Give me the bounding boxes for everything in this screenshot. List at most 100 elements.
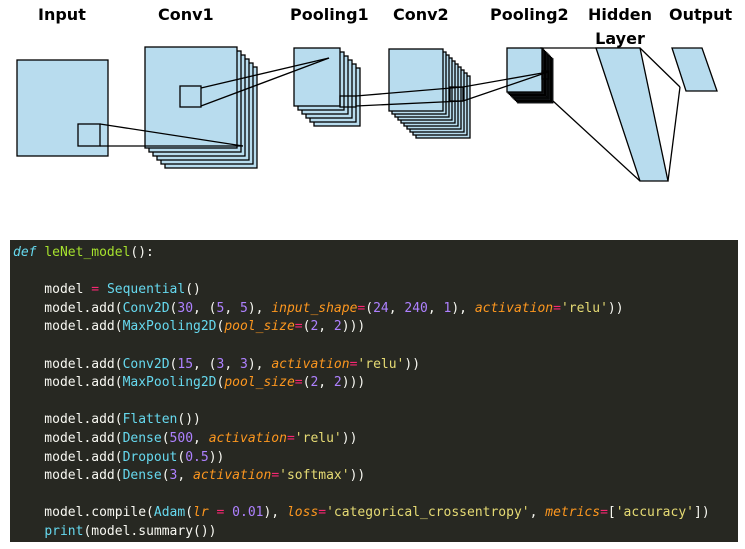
input-feature-map (16, 59, 109, 157)
conv1-feature-maps (144, 46, 258, 169)
code-line: model.add(MaxPooling2D(pool_size=(2, 2))… (13, 373, 365, 392)
code-token: ( (161, 431, 170, 446)
code-token: = (294, 375, 303, 391)
code-block: def leNet_model(): model = Sequential() … (10, 240, 738, 542)
code-token: def (13, 245, 37, 260)
pooling1-receptive-field (339, 95, 357, 108)
conv2-receptive-field (449, 86, 464, 102)
code-token: model.add( (13, 300, 123, 316)
code-token: )) (341, 431, 358, 446)
code-token: , (427, 300, 444, 316)
code-token: 'accuracy' (615, 505, 694, 521)
code-token: model.add( (13, 449, 123, 465)
code-token: model (13, 282, 92, 298)
code-token: pool_size (224, 375, 295, 391)
code-token: = (286, 431, 295, 446)
code-line: model.add(Dense(3, activation='softmax')… (13, 466, 365, 485)
code-token: 2 (333, 319, 342, 335)
code-token: loss (286, 505, 319, 521)
code-token: 2 (310, 375, 319, 391)
code-token: 'softmax' (279, 468, 350, 484)
code-token: MaxPooling2D (122, 375, 217, 391)
code-token: ( (169, 356, 178, 372)
code-token: activation (208, 431, 287, 446)
code-line: model.add(Dense(500, activation='relu')) (13, 429, 357, 448)
pooling1-feature-maps (293, 47, 361, 127)
code-token: 3 (169, 468, 178, 484)
code-token: ), (263, 505, 287, 521)
code-token: activation (193, 468, 272, 484)
code-token: , (318, 375, 334, 391)
code-token: ()) (177, 412, 201, 428)
code-token (13, 524, 44, 539)
code-token: ( (177, 449, 186, 465)
label-pooling2: Pooling2 (490, 5, 569, 24)
code-token: 1 (443, 300, 452, 316)
code-token: 15 (177, 356, 194, 372)
label-conv1: Conv1 (158, 5, 214, 24)
code-token: , (177, 468, 194, 484)
code-token: = (553, 300, 561, 316)
code-line: model.add(MaxPooling2D(pool_size=(2, 2))… (13, 317, 365, 336)
code-token: Adam (153, 505, 186, 521)
code-token: )) (404, 356, 421, 372)
code-token: 3 (216, 356, 225, 372)
code-token: input_shape (271, 300, 358, 316)
code-token (209, 505, 217, 520)
code-token: (): (130, 245, 154, 260)
code-token: model.compile( (13, 505, 154, 521)
pooling2-feature-maps-sheet (506, 47, 543, 93)
conv1-feature-maps-sheet (144, 46, 238, 149)
cnn-architecture-diagram: Input Conv1 Pooling1 Conv2 Pooling2 Hidd… (0, 0, 745, 200)
code-token (224, 505, 232, 520)
conv1-receptive-field (179, 85, 202, 108)
code-line: model = Sequential() (13, 280, 201, 299)
code-token: 24 (373, 300, 389, 316)
code-token: 'relu' (357, 356, 405, 372)
code-token: model.add( (13, 356, 123, 372)
code-token: model.add( (13, 412, 123, 428)
code-token: () (185, 282, 201, 298)
code-token: , (388, 300, 405, 316)
code-token: Sequential (106, 282, 186, 298)
code-token: = (357, 300, 366, 316)
code-line: print(model.summary()) (13, 522, 217, 541)
pooling1-feature-maps-sheet (293, 47, 341, 107)
code-token: ( (161, 468, 170, 484)
code-line: def leNet_model(): (13, 243, 154, 262)
projection-lines (99, 47, 681, 182)
diagram-graphic (16, 46, 718, 182)
code-line: model.add(Conv2D(30, (5, 5), input_shape… (13, 299, 623, 318)
code-token: )) (208, 449, 225, 465)
code-token: ), (247, 300, 272, 316)
code-token: ( (302, 319, 311, 335)
code-token: = (216, 505, 225, 521)
code-token: ( (365, 300, 374, 316)
code-token: ( (169, 300, 178, 316)
code-token: print (44, 524, 84, 539)
code-token: 5 (240, 300, 248, 316)
code-token: (model.summary()) (83, 524, 217, 539)
code-token: model.add( (13, 375, 123, 391)
code-token: activation (474, 300, 554, 316)
code-token: pool_size (224, 319, 295, 335)
code-token: ), (247, 356, 272, 372)
code-token: metrics (545, 505, 601, 521)
code-token: ), (451, 300, 475, 316)
code-token: 'categorical_crossentropy' (326, 505, 530, 521)
code-token: activation (271, 356, 350, 372)
code-token: Dense (122, 431, 162, 446)
code-token: MaxPooling2D (122, 319, 217, 335)
code-token: ( (185, 505, 194, 521)
code-token: , (318, 319, 334, 335)
code-token: 5 (216, 300, 225, 316)
output-layer-slab (671, 47, 718, 92)
pooling2-feature-maps (506, 47, 554, 104)
code-token: 'relu' (560, 300, 608, 316)
code-token: )) (349, 468, 366, 484)
code-token: ( (216, 319, 225, 335)
label-conv2: Conv2 (393, 5, 449, 24)
code-token: [ (607, 505, 616, 521)
label-pooling1: Pooling1 (290, 5, 369, 24)
code-token: , ( (193, 356, 217, 372)
